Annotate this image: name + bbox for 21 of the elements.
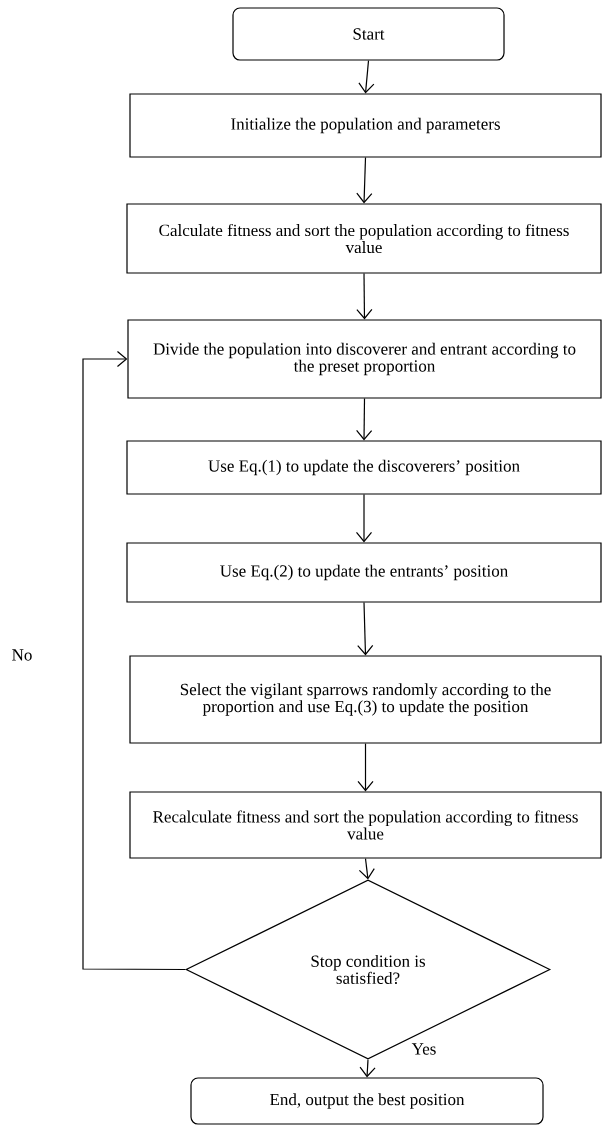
arrow xyxy=(357,602,374,656)
process-box: Use Eq.(2) to update the entrants’ position xyxy=(126,542,602,603)
process-box: Use Eq.(1) to update the discoverers’ position xyxy=(126,440,602,495)
process-box: Calculate fitness and sort the population according to fitness value xyxy=(126,203,602,274)
arrow xyxy=(82,350,186,971)
arrow xyxy=(357,743,374,792)
process-box: Select the vigilant sparrows randomly according to the proportion and use Eq.(3) to update the position xyxy=(129,655,602,744)
edge-label: Yes xyxy=(410,1042,438,1056)
process-box: Recalculate fitness and sort the population according to fitness value xyxy=(129,791,602,859)
arrow xyxy=(356,157,373,204)
arrow xyxy=(356,273,373,320)
edge-label: No xyxy=(10,648,34,662)
arrow xyxy=(355,494,373,543)
arrow xyxy=(358,60,375,94)
arrow xyxy=(356,398,373,441)
arrow xyxy=(358,858,375,880)
process-box: Initialize the population and parameters xyxy=(129,93,602,158)
process-box: Divide the population into discoverer and entrant according to the preset proportion xyxy=(127,319,602,399)
terminal-box: End, output the best position xyxy=(190,1077,544,1125)
terminal-box: Start xyxy=(232,7,505,61)
arrow xyxy=(359,1059,376,1078)
